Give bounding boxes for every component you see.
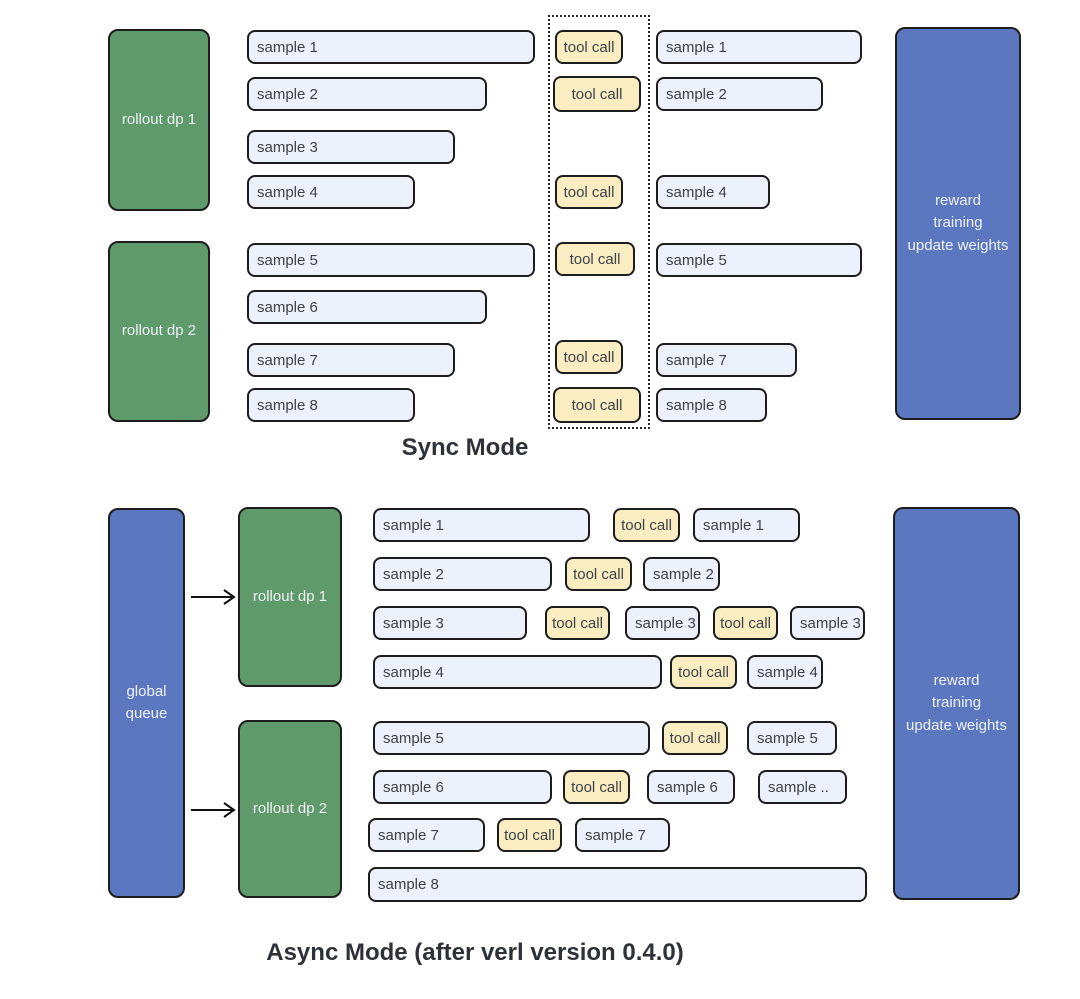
sample-result-box: sample 8	[656, 388, 767, 422]
queue-to-dp1-arrow-icon	[191, 589, 236, 605]
sample-box: sample ..	[758, 770, 847, 804]
tool-call-box: tool call	[662, 721, 728, 755]
sample-box: sample 5	[747, 721, 837, 755]
tool-call-box: tool call	[497, 818, 562, 852]
sample-result-box: sample 5	[656, 243, 862, 277]
sample-result-box: sample 7	[656, 343, 797, 377]
sample-box: sample 4	[747, 655, 823, 689]
sample-box: sample 4	[373, 655, 662, 689]
global-queue-box: global queue	[108, 508, 185, 898]
sample-box: sample 6	[247, 290, 487, 324]
tool-call-box: tool call	[553, 76, 641, 112]
sample-box: sample 2	[643, 557, 720, 591]
sample-result-box: sample 4	[656, 175, 770, 209]
tool-call-box: tool call	[670, 655, 737, 689]
sample-box: sample 3	[625, 606, 700, 640]
rollout-dp-box: rollout dp 1	[108, 29, 210, 211]
sample-box: sample 2	[247, 77, 487, 111]
reward-training-box: reward training update weights	[893, 507, 1020, 900]
sample-box: sample 1	[247, 30, 535, 64]
tool-call-box: tool call	[563, 770, 630, 804]
rollout-dp-box: rollout dp 1	[238, 507, 342, 687]
reward-training-box: reward training update weights	[895, 27, 1021, 420]
rollout-dp-box: rollout dp 2	[238, 720, 342, 898]
tool-call-box: tool call	[565, 557, 632, 591]
sample-box: sample 3	[790, 606, 865, 640]
sample-box: sample 1	[693, 508, 800, 542]
sample-result-box: sample 2	[656, 77, 823, 111]
tool-call-box: tool call	[555, 30, 623, 64]
sync-tool-call-region	[548, 15, 650, 429]
tool-call-box: tool call	[545, 606, 610, 640]
tool-call-box: tool call	[613, 508, 680, 542]
sample-box: sample 3	[373, 606, 527, 640]
tool-call-box: tool call	[713, 606, 778, 640]
sample-box: sample 4	[247, 175, 415, 209]
tool-call-box: tool call	[555, 242, 635, 276]
sample-box: sample 2	[373, 557, 552, 591]
tool-call-box: tool call	[555, 175, 623, 209]
sample-box: sample 7	[247, 343, 455, 377]
sample-box: sample 6	[373, 770, 552, 804]
sample-box: sample 1	[373, 508, 590, 542]
sample-box: sample 5	[373, 721, 650, 755]
sample-box: sample 8	[247, 388, 415, 422]
tool-call-box: tool call	[553, 387, 641, 423]
sample-box: sample 6	[647, 770, 735, 804]
sample-box: sample 7	[575, 818, 670, 852]
tool-call-box: tool call	[555, 340, 623, 374]
sample-box: sample 7	[368, 818, 485, 852]
sync-mode-caption: Sync Mode	[401, 434, 529, 461]
sample-result-box: sample 1	[656, 30, 862, 64]
sample-box: sample 8	[368, 867, 867, 902]
rollout-dp-box: rollout dp 2	[108, 241, 210, 422]
sample-box: sample 5	[247, 243, 535, 277]
async-mode-caption: Async Mode (after verl version 0.4.0)	[266, 939, 684, 966]
sample-box: sample 3	[247, 130, 455, 164]
queue-to-dp2-arrow-icon	[191, 802, 236, 818]
